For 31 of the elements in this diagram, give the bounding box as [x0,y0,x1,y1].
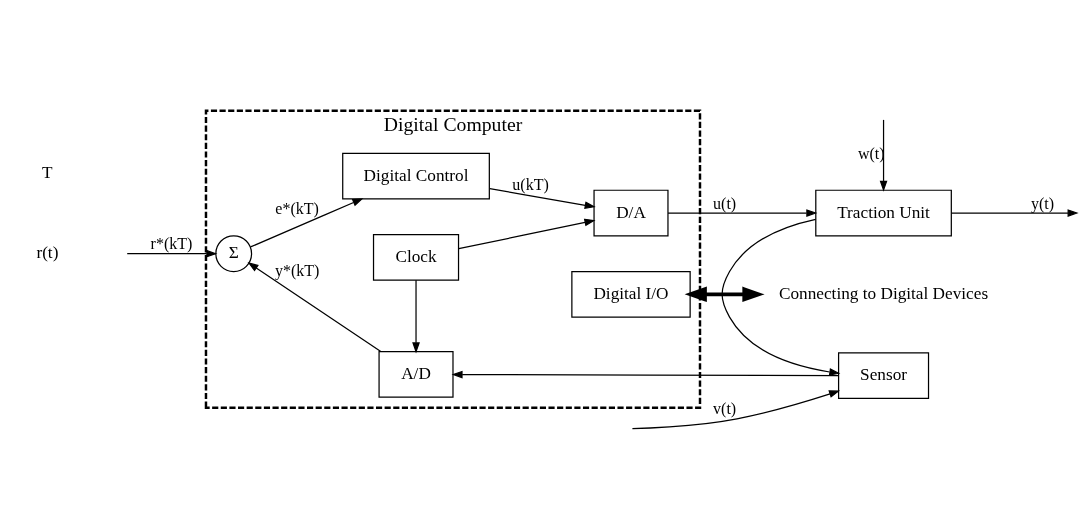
label: r(t) [36,243,59,263]
edge-label: e*(kT) [275,199,319,217]
node-box: Digital Control [342,152,490,200]
arrow [126,249,218,258]
arrow [458,218,596,250]
arrow [631,390,841,430]
node-box: Traction Unit [815,189,952,237]
node-box: Clock [372,234,460,281]
node-box: A/D [378,351,454,398]
arrow [249,198,364,248]
arrow [950,209,1079,217]
arrow [451,370,840,379]
arrow [879,119,888,192]
node-text: Connecting to Digital Devices [778,283,989,303]
arrow [667,209,818,217]
edge-label: r*(kT) [150,235,193,253]
edge-label: y*(kT) [274,262,320,280]
node-circle: Σ [215,235,253,273]
edge-label: y(t) [1030,194,1055,212]
edge-label: v(t) [713,400,737,418]
node-box: Sensor [837,352,930,400]
arrow [721,218,841,376]
label: T [42,163,53,183]
arrow [489,188,596,210]
edge-label: u(t) [713,194,737,212]
node-box: Digital I/O [571,270,691,318]
arrow [412,279,420,354]
arrow [247,262,382,353]
arrow [684,286,765,303]
node-box: D/A [593,189,669,237]
edge-label: u(kT) [512,176,549,194]
